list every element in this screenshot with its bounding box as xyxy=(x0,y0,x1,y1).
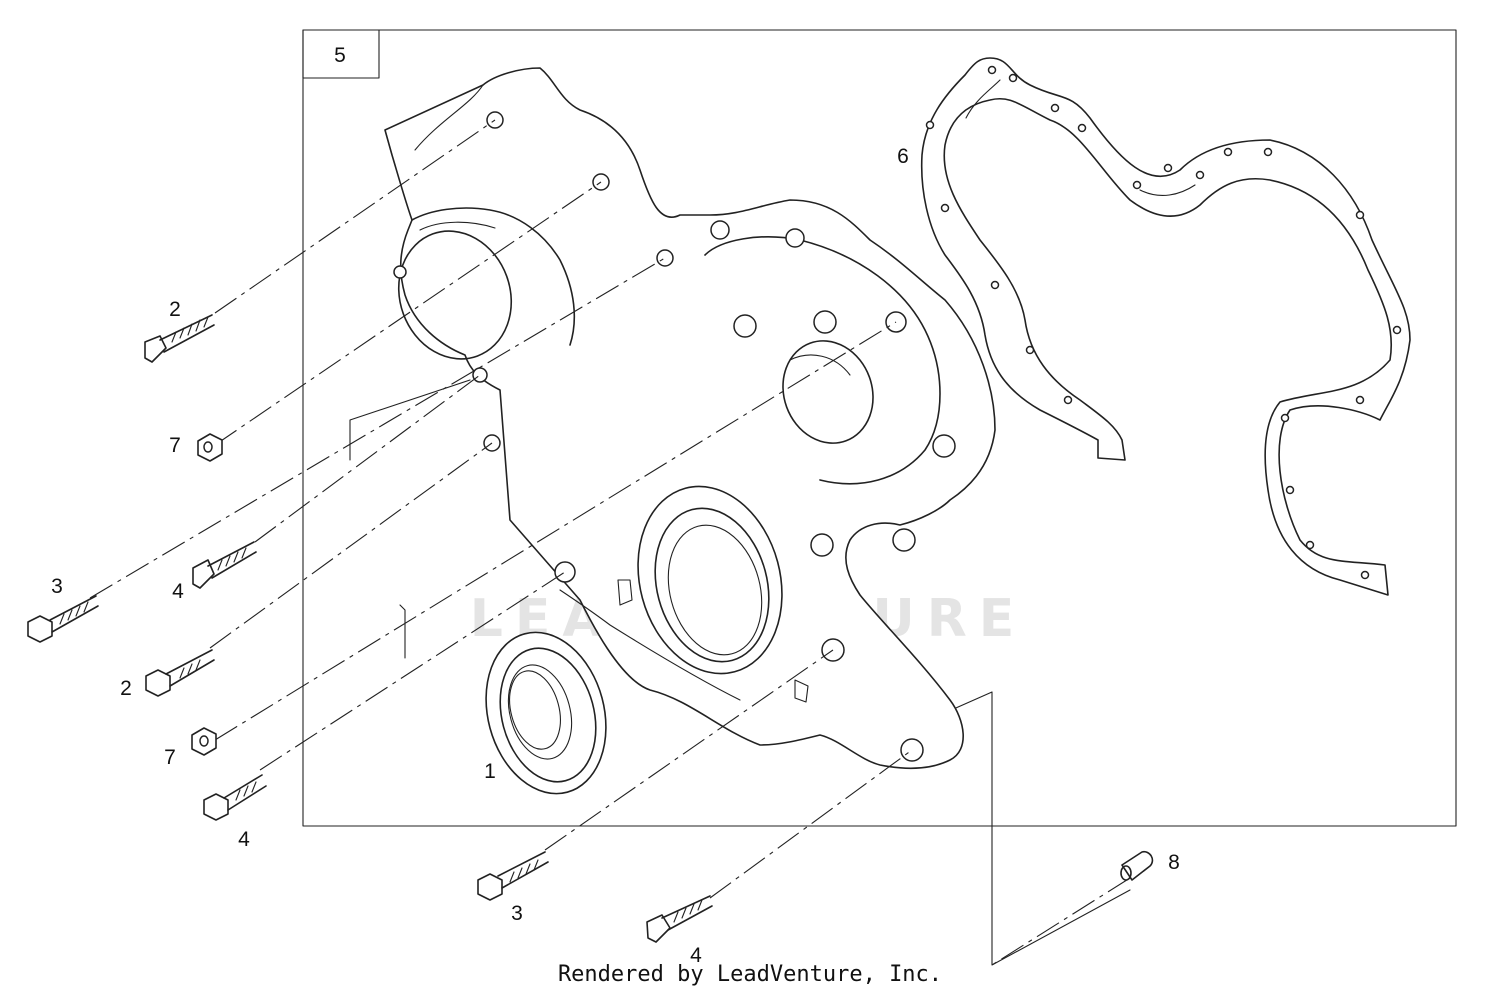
callout-7-lower: 7 xyxy=(164,746,176,769)
callout-1: 1 xyxy=(484,760,496,783)
callout-3-bottom: 3 xyxy=(511,902,523,925)
bolt-3-left xyxy=(27,595,99,643)
footer-credit: Rendered by LeadVenture, Inc. xyxy=(557,962,943,987)
callout-5: 5 xyxy=(334,44,346,67)
bolt-4-bottom xyxy=(646,895,713,943)
callout-6: 6 xyxy=(897,145,909,168)
leader-lines xyxy=(89,119,1131,966)
bolt-4-lower-left xyxy=(203,774,267,821)
callout-8: 8 xyxy=(1168,851,1180,874)
callout-4-bottom: 4 xyxy=(690,944,702,967)
callout-2-upper: 2 xyxy=(169,298,181,321)
callout-4-upper: 4 xyxy=(172,580,184,603)
callout-7-upper: 7 xyxy=(169,434,181,457)
bolt-2-upper xyxy=(144,314,215,363)
gasket xyxy=(920,57,1411,596)
break-line-upper xyxy=(349,379,471,461)
callouts: 5 6 2 7 3 4 2 7 1 4 3 4 8 xyxy=(51,44,1180,967)
dowel-pin-8 xyxy=(1120,850,1154,881)
bolt-4-upper xyxy=(192,541,257,589)
nut-7-upper xyxy=(197,433,223,462)
callout-4-lower-left: 4 xyxy=(238,828,250,851)
callout-3-left: 3 xyxy=(51,575,63,598)
bolt-3-bottom xyxy=(477,851,549,901)
bolt-2-lower xyxy=(145,649,215,697)
timing-cover xyxy=(384,67,996,770)
oil-seal xyxy=(485,631,607,795)
nut-7-lower xyxy=(191,727,217,756)
callout-2-lower: 2 xyxy=(120,677,132,700)
assembly-frame xyxy=(302,29,1457,966)
